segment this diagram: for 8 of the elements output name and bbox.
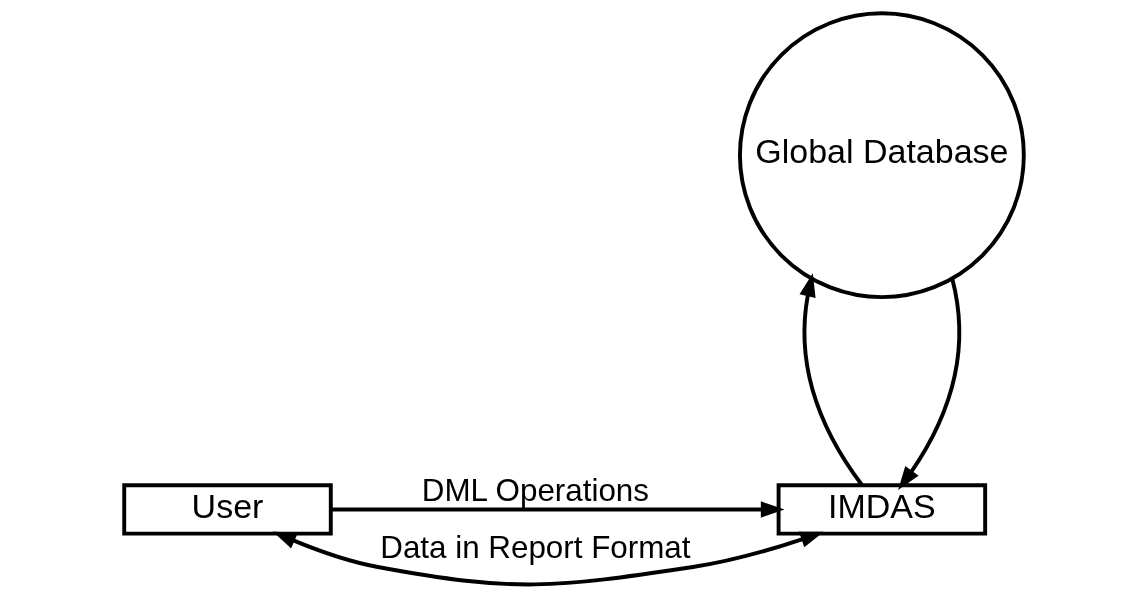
node-box: IMDAS (776, 483, 988, 536)
arrow (272, 531, 824, 587)
node-box: User (122, 483, 333, 536)
edge-label: DML Operations (421, 472, 649, 508)
arrow (799, 273, 864, 487)
arrow (331, 501, 785, 518)
edge-label: Data in Report Format (380, 530, 691, 566)
arrow (898, 278, 962, 491)
